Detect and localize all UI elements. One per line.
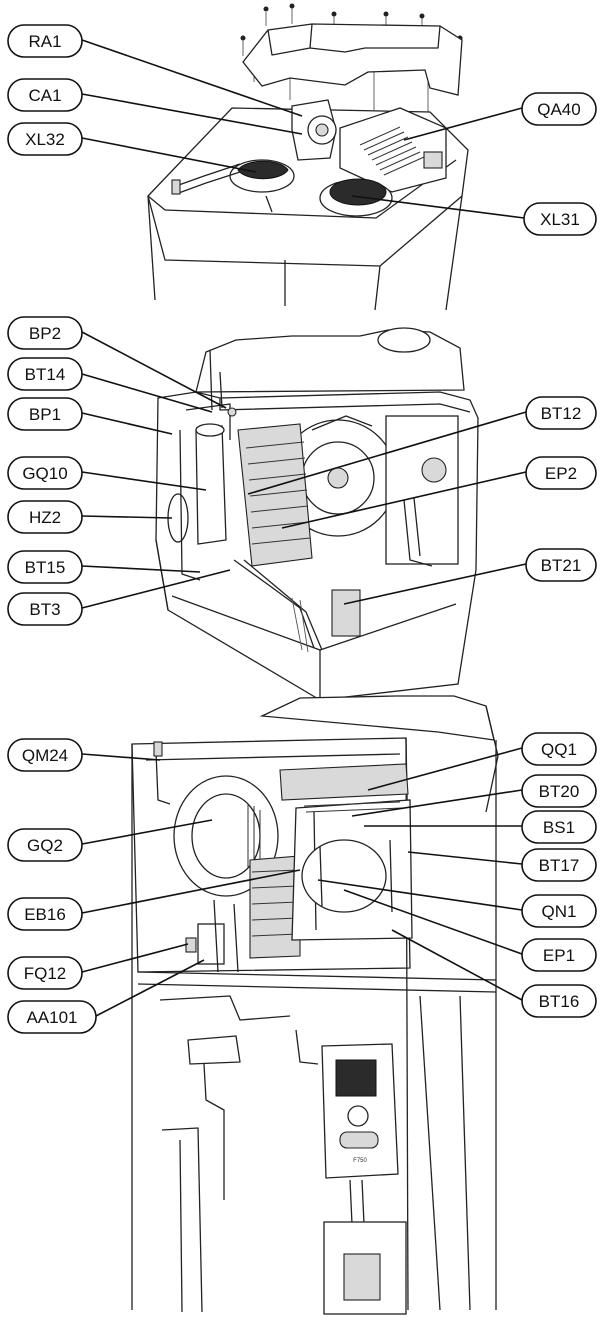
label-xl31: XL31 xyxy=(523,202,597,236)
svg-text:BS1: BS1 xyxy=(543,818,575,837)
svg-text:QN1: QN1 xyxy=(542,902,577,921)
label-eb16: EB16 xyxy=(7,897,83,931)
qq1-damper xyxy=(279,763,409,801)
label-ep1: EP1 xyxy=(521,938,597,972)
label-bt17: BT17 xyxy=(521,848,597,882)
panel-model: F750 xyxy=(353,1158,367,1164)
label-bs1: BS1 xyxy=(521,810,597,844)
label-qn1: QN1 xyxy=(521,894,597,928)
label-bp2: BP2 xyxy=(7,316,83,350)
view-inside-lower: F750 xyxy=(131,695,499,1315)
label-qa40: QA40 xyxy=(521,92,597,126)
svg-text:EB16: EB16 xyxy=(24,905,66,924)
label-ca1: CA1 xyxy=(7,78,83,112)
svg-text:BT15: BT15 xyxy=(25,558,66,577)
view-inside-upper xyxy=(155,327,479,701)
label-hz2: HZ2 xyxy=(7,500,83,534)
compressor-ep1 xyxy=(301,839,387,913)
leader-lines xyxy=(81,39,527,1017)
bt21-sensor-box xyxy=(331,589,361,637)
svg-text:QQ1: QQ1 xyxy=(541,740,577,759)
label-qm24: QM24 xyxy=(7,738,83,772)
svg-text:BP2: BP2 xyxy=(29,324,61,343)
svg-text:FQ12: FQ12 xyxy=(24,964,67,983)
svg-text:AA101: AA101 xyxy=(26,1008,77,1027)
panel-display xyxy=(335,1059,377,1097)
top-lid xyxy=(242,23,463,96)
aa101-board xyxy=(197,923,225,965)
view-top-unit xyxy=(147,3,469,311)
svg-text:EP2: EP2 xyxy=(545,464,577,483)
label-bt12: BT12 xyxy=(525,396,597,430)
svg-text:EP1: EP1 xyxy=(543,946,575,965)
svg-text:QA40: QA40 xyxy=(537,100,580,119)
label-xl32: XL32 xyxy=(7,122,83,156)
svg-text:HZ2: HZ2 xyxy=(29,508,61,527)
svg-text:BT21: BT21 xyxy=(541,556,582,575)
svg-text:CA1: CA1 xyxy=(28,86,61,105)
label-bt21: BT21 xyxy=(525,548,597,582)
label-bt14: BT14 xyxy=(7,357,83,391)
lower-cover xyxy=(259,695,495,741)
xl31-duct xyxy=(329,178,387,206)
label-fq12: FQ12 xyxy=(7,956,83,990)
label-gq2: GQ2 xyxy=(7,828,83,862)
label-bp1: BP1 xyxy=(7,397,83,431)
svg-text:GQ2: GQ2 xyxy=(27,836,63,855)
label-ep2: EP2 xyxy=(525,456,597,490)
label-bt15: BT15 xyxy=(7,550,83,584)
label-aa101: AA101 xyxy=(7,1000,97,1034)
label-bt16: BT16 xyxy=(521,984,597,1018)
svg-text:RA1: RA1 xyxy=(28,32,61,51)
qa40-heatsink xyxy=(359,126,425,176)
svg-text:BT20: BT20 xyxy=(539,782,580,801)
label-gq10: GQ10 xyxy=(7,456,83,490)
svg-text:XL31: XL31 xyxy=(540,210,580,229)
svg-text:BT16: BT16 xyxy=(539,992,580,1011)
svg-text:XL32: XL32 xyxy=(25,130,65,149)
label-bt20: BT20 xyxy=(521,774,597,808)
svg-text:BP1: BP1 xyxy=(29,405,61,424)
compressor-gq10 xyxy=(195,425,227,545)
label-ra1: RA1 xyxy=(7,24,83,58)
svg-text:BT3: BT3 xyxy=(29,600,60,619)
label-qq1: QQ1 xyxy=(521,732,597,766)
svg-text:BT12: BT12 xyxy=(541,404,582,423)
label-bt3: BT3 xyxy=(7,592,83,626)
svg-text:QM24: QM24 xyxy=(22,746,68,765)
xl32-duct xyxy=(237,160,289,180)
svg-text:BT14: BT14 xyxy=(25,365,66,384)
callout-labels: RA1 CA1 XL32 QA40 XL31 BP2 BT14 BP1 xyxy=(7,24,597,1034)
svg-text:BT17: BT17 xyxy=(539,856,580,875)
svg-text:GQ10: GQ10 xyxy=(22,464,67,483)
